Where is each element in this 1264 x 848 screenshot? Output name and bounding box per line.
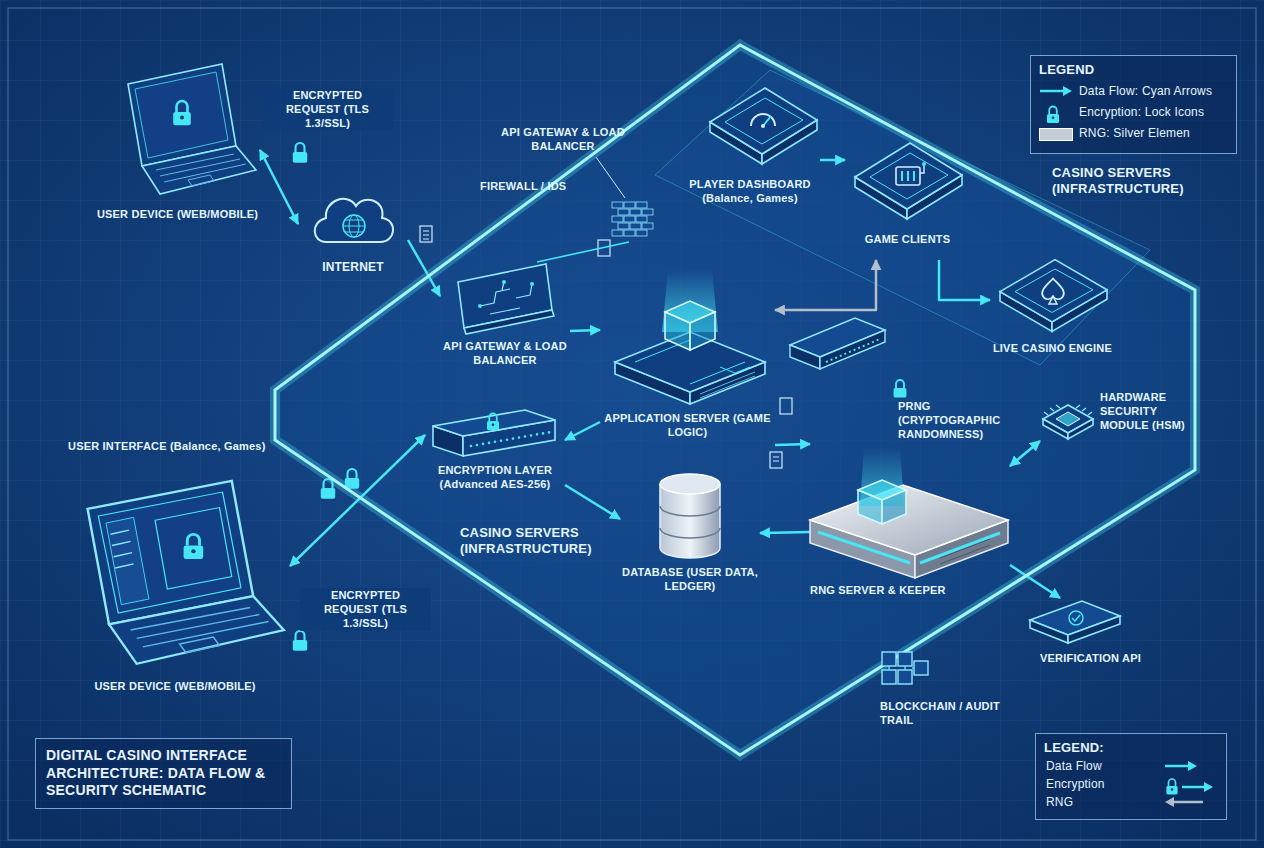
flow-arrow	[1010, 441, 1040, 466]
legend-sample	[1164, 796, 1204, 808]
node-label: LIVE CASINO ENGINE	[990, 342, 1115, 356]
casino-tile-illustration	[995, 252, 1110, 337]
edge-label: ENCRYPTED REQUEST (TLS 1.3/SSL)	[262, 88, 393, 131]
encryption-box: ENCRYPTION LAYER (Advanced AES-256)	[425, 410, 565, 510]
node-label: DATABASE (USER DATA, LEDGER)	[620, 566, 760, 594]
legend-sample	[1039, 85, 1073, 97]
node-label: CASINO SERVERS (INFRASTRUCTURE)	[1052, 165, 1197, 198]
gateway-box-illustration	[450, 262, 560, 337]
dashboard-tile: PLAYER DASHBOARD (Balance, Games)	[680, 80, 820, 230]
node-label: RNG SERVER & KEEPER	[810, 584, 1010, 598]
hsm-chip: HARDWARE SECURITY MODULE (HSM)	[1040, 385, 1190, 465]
legend-text: Data Flow	[1046, 759, 1156, 774]
internet-cloud-illustration	[308, 180, 398, 255]
dashboard-tile-illustration	[705, 80, 820, 170]
flow-arrow	[760, 532, 810, 533]
rack-decoration	[790, 318, 885, 369]
legend-text: Data Flow: Cyan Arrows	[1079, 84, 1230, 99]
node-label: HARDWARE SECURITY MODULE (HSM)	[1100, 391, 1190, 432]
firewall-box-illustration	[610, 200, 656, 240]
node-label: GAME CLIENTS	[845, 233, 970, 247]
legend-sample	[1039, 106, 1073, 124]
node-label: USER DEVICE (WEB/MOBILE)	[95, 208, 260, 222]
diagram-title: DIGITAL CASINO INTERFACE ARCHITECTURE: D…	[46, 747, 281, 800]
rng-server-illustration	[810, 448, 1010, 580]
node-label: USER INTERFACE (Balance, Games)	[68, 440, 268, 454]
lock-icons	[293, 143, 907, 651]
database-cylinder-illustration	[655, 472, 725, 562]
blockchain-stack: BLOCKCHAIN / AUDIT TRAIL	[880, 648, 1010, 738]
server-box: APPLICATION SERVER (GAME LOGIC)	[600, 270, 775, 465]
node-label: VERIFICATION API	[1040, 652, 1180, 666]
node-label: BLOCKCHAIN / AUDIT TRAIL	[880, 700, 1010, 728]
leader-line	[596, 157, 625, 198]
node-label: FIREWALL / IDS	[480, 180, 605, 194]
database-cylinder: DATABASE (USER DATA, LEDGER)	[620, 472, 760, 607]
node-label: API GATEWAY & LOAD BALANCER	[440, 340, 570, 368]
flow-arrow	[537, 242, 629, 262]
internet-cloud: INTERNET	[298, 180, 408, 280]
flow-arrow	[565, 485, 620, 519]
user-device-illustration	[60, 478, 290, 675]
node-label: ENCRYPTION LAYER (Advanced AES-256)	[425, 464, 565, 492]
callout-label: API GATEWAY & LOAD BALANCER	[498, 126, 628, 154]
gateway-box: API GATEWAY & LOAD BALANCER	[440, 262, 570, 372]
node-label: PLAYER DASHBOARD (Balance, Games)	[680, 178, 820, 206]
flow-arrow	[820, 159, 845, 162]
legend-text: RNG	[1046, 795, 1156, 810]
legend-sample	[1164, 760, 1198, 772]
legend-heading: LEGEND:	[1044, 740, 1218, 756]
document-icons	[420, 226, 792, 468]
legend-sample	[1164, 778, 1214, 796]
flow-arrow	[939, 260, 990, 300]
blockchain-stack-illustration	[880, 648, 930, 696]
node-label: APPLICATION SERVER (GAME LOGIC)	[600, 412, 775, 440]
legend-heading: LEGEND	[1039, 62, 1228, 78]
rng-server: PRNG (CRYPTOGRAPHIC RANDOMNESS) RNG SERVE…	[810, 400, 1010, 620]
legend-text: Encryption: Lock Icons	[1079, 105, 1230, 120]
flow-arrow	[775, 444, 810, 445]
node-label: CASINO SERVERS (INFRASTRUCTURE)	[460, 525, 610, 558]
firewall-box: FIREWALL / IDS	[480, 180, 656, 242]
legend-box: LEGEND Data Flow: Cyan ArrowsEncryption: …	[1030, 55, 1237, 154]
legend-swatch	[1039, 128, 1073, 141]
legend-text: RNG: Silver Elemen	[1079, 126, 1230, 141]
casino-tile: LIVE CASINO ENGINE	[990, 252, 1115, 372]
user-device: USER INTERFACE (Balance, Games) USER DEVI…	[60, 440, 290, 715]
node-label: USER DEVICE (WEB/MOBILE)	[70, 680, 280, 694]
edge-label: ENCRYPTED REQUEST (TLS 1.3/SSL)	[300, 588, 431, 631]
hsm-chip-illustration	[1040, 393, 1096, 445]
node-label: PRNG (CRYPTOGRAPHIC RANDOMNESS)	[898, 400, 1010, 441]
encryption-box-illustration	[433, 410, 558, 458]
legend-text: Encryption	[1046, 777, 1156, 792]
user-device: USER DEVICE (WEB/MOBILE)	[95, 62, 260, 252]
title-box: DIGITAL CASINO INTERFACE ARCHITECTURE: D…	[35, 738, 292, 809]
api-box-illustration	[1030, 598, 1122, 646]
api-box: VERIFICATION API	[1030, 598, 1180, 678]
game-tile-illustration	[850, 135, 965, 225]
flow-arrow	[775, 260, 876, 310]
node-label: INTERNET	[298, 260, 408, 275]
flow-arrow	[565, 422, 600, 440]
flow-arrow	[570, 330, 600, 331]
server-box-illustration	[600, 270, 775, 405]
legend-box: LEGEND: Data FlowEncryptionRNG	[1035, 733, 1227, 820]
user-device-illustration	[110, 62, 260, 202]
flow-arrow	[260, 150, 298, 224]
game-tile: GAME CLIENTS	[845, 135, 970, 260]
